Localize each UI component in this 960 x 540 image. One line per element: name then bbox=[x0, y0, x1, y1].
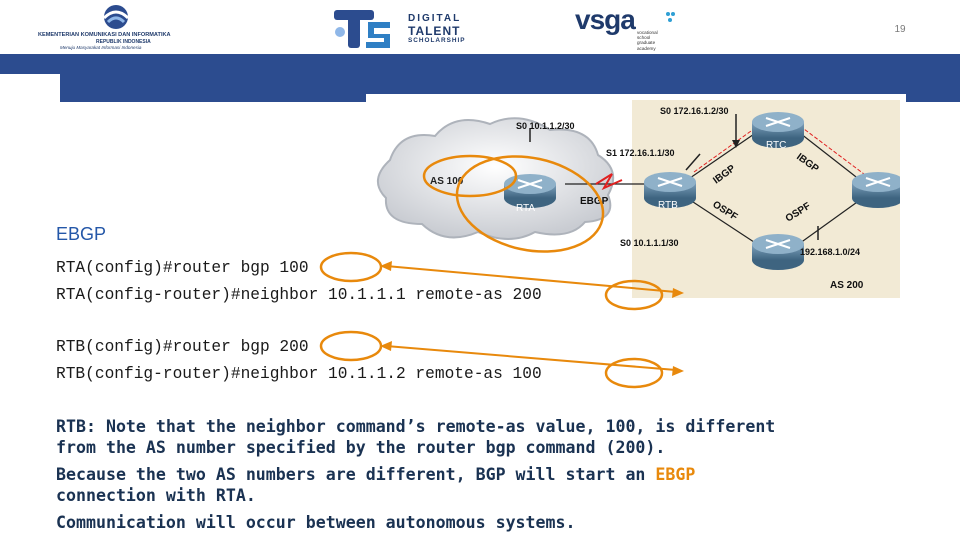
note-line4: connection with RTA. bbox=[56, 486, 256, 505]
router-rtb-label: RTB bbox=[658, 200, 678, 211]
router-rta bbox=[504, 174, 556, 208]
note-line5: Communication will occur between autonom… bbox=[56, 513, 576, 532]
router-rtc bbox=[752, 112, 804, 148]
remoteas100-highlight bbox=[604, 357, 664, 389]
slide-heading: EBGP bbox=[56, 224, 107, 244]
header-band-middle bbox=[366, 64, 906, 94]
lan-label: 192.168.1.0/24 bbox=[800, 247, 860, 257]
vsga-tagline-line2: school bbox=[637, 35, 651, 41]
rta-highlight bbox=[455, 155, 605, 253]
rtc-s0-label: S0 172.16.1.2/30 bbox=[660, 106, 729, 116]
code-rtb-line1: RTB(config)#router bgp 200 bbox=[56, 338, 309, 356]
vsga-name: vsga bbox=[575, 4, 636, 35]
router-rtb bbox=[644, 172, 696, 208]
ibgp-right-link bbox=[799, 125, 865, 175]
rtb-s1-pointer bbox=[685, 153, 701, 171]
ebgp-lightning-icon bbox=[595, 173, 623, 191]
note-line1: RTB: Note that the neighbor command’s re… bbox=[56, 417, 776, 436]
code-rta-line2: RTA(config-router)#neighbor 10.1.1.1 rem… bbox=[56, 286, 542, 304]
note-ebgp-highlight: EBGP bbox=[655, 465, 696, 484]
kominfo-line1: KEMENTERIAN KOMUNIKASI DAN INFORMATIKA bbox=[38, 32, 171, 38]
link-rtc-rte bbox=[795, 129, 861, 181]
dts-line3: SCHOLARSHIP bbox=[408, 37, 466, 44]
vsga-tagline: vocational school graduate academy bbox=[637, 30, 658, 51]
title-bar bbox=[60, 64, 366, 102]
dts-line2: TALENT bbox=[408, 24, 461, 38]
vsga-tagline-line4: academy bbox=[637, 45, 656, 51]
network-diagram: AS 100 RTA RTB RTC bbox=[377, 100, 900, 298]
kominfo-line2: REPUBLIK INDONESIA bbox=[96, 39, 151, 45]
bgp200-highlight bbox=[319, 330, 383, 362]
rtb-s1-label: S1 172.16.1.1/30 bbox=[606, 148, 675, 158]
header-band-left bbox=[0, 64, 60, 74]
code-rta-line1: RTA(config)#router bgp 100 bbox=[56, 259, 309, 277]
vsga-tagline-line3: graduate bbox=[637, 40, 656, 46]
ibgp-left-link bbox=[693, 125, 759, 173]
router-rtd bbox=[752, 234, 804, 270]
kominfo-emblem-icon bbox=[102, 5, 130, 29]
header-band bbox=[0, 54, 960, 64]
link-rtd-rte bbox=[795, 199, 861, 247]
arrow-head-rtb-right-icon bbox=[672, 366, 684, 376]
page-number: 19 bbox=[894, 24, 906, 35]
as100-cloud bbox=[377, 117, 615, 240]
as100-label: AS 100 bbox=[430, 176, 464, 187]
dts-line1: DIGITAL bbox=[408, 13, 462, 24]
code-rtb-line2: RTB(config-router)#neighbor 10.1.1.2 rem… bbox=[56, 365, 542, 383]
arrow-head-rtb-left-icon bbox=[380, 341, 392, 351]
kominfo-logo: KEMENTERIAN KOMUNIKASI DAN INFORMATIKA R… bbox=[38, 4, 198, 50]
router-rte bbox=[852, 172, 900, 208]
vsga-dots-icon bbox=[666, 12, 675, 22]
rtb-s0-label: S0 10.1.1.1/30 bbox=[620, 238, 679, 248]
dts-emblem-icon bbox=[334, 10, 390, 48]
note-line3: Because the two AS numbers are different… bbox=[56, 465, 696, 484]
vsga-logo: vsga vocational school graduate academy bbox=[575, 6, 685, 52]
kominfo-tagline: Menuju Masyarakat Informasi Indonesia bbox=[60, 45, 142, 50]
link-rtb-rtc bbox=[689, 129, 761, 179]
vsga-tagline-line1: vocational bbox=[637, 30, 658, 35]
router-rta-label: RTA bbox=[516, 203, 535, 214]
router-rtc-label: RTC bbox=[766, 140, 786, 151]
header-band-right bbox=[906, 64, 960, 102]
as100-highlight bbox=[422, 154, 518, 198]
note-line3-text: Because the two AS numbers are different… bbox=[56, 465, 656, 484]
link-rtb-rtd bbox=[689, 199, 761, 247]
rtc-s0-arrow-icon bbox=[732, 140, 740, 148]
digital-talent-logo: DIGITAL TALENT SCHOLARSHIP bbox=[330, 8, 500, 50]
as200-label: AS 200 bbox=[830, 280, 864, 291]
rta-s0-label: S0 10.1.1.2/30 bbox=[516, 121, 575, 131]
ebgp-label: EBGP bbox=[580, 196, 609, 207]
note-line2: from the AS number specified by the rout… bbox=[56, 438, 666, 457]
